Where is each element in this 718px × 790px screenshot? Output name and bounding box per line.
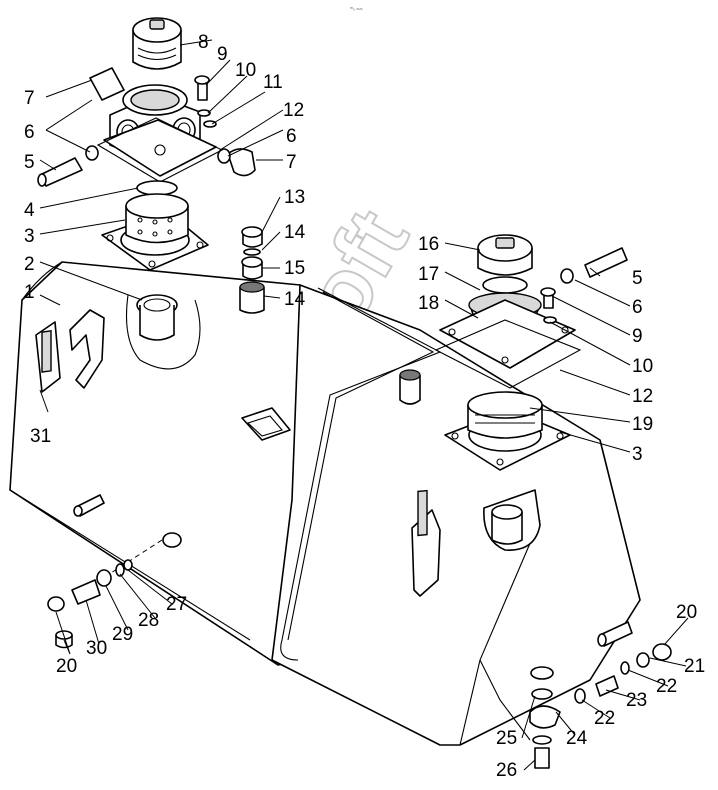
callout-3: 3: [24, 226, 35, 247]
callout-16: 16: [418, 234, 439, 255]
callout-26: 26: [496, 760, 517, 781]
callout-11: 11: [263, 72, 283, 93]
callout-20: 20: [56, 656, 77, 677]
leader-lines: [39, 39, 689, 771]
left-drain-parts: [47, 539, 163, 649]
callout-6: 6: [286, 126, 297, 147]
callout-22: 22: [594, 708, 615, 729]
callout-labels: 8 9 10 11 12 6 7 7 6 5 4 3 2 1 31 13 14 …: [24, 32, 705, 781]
callout-23: 23: [626, 690, 647, 711]
header-mark: ᵐ₀ ₘₘ: [350, 6, 363, 12]
callout-5: 5: [24, 152, 35, 173]
callout-21: 21: [684, 656, 705, 677]
callout-10: 10: [235, 60, 256, 81]
right-tank-body: [271, 284, 641, 746]
callout-17: 17: [418, 264, 439, 285]
callout-9: 9: [632, 326, 643, 347]
callout-20: 20: [676, 602, 697, 623]
callout-14: 14: [284, 222, 306, 243]
callout-1: 1: [24, 282, 35, 303]
callout-4: 4: [24, 200, 35, 221]
callout-28: 28: [138, 610, 159, 631]
right-drain-parts: [529, 643, 672, 769]
callout-19: 19: [632, 414, 653, 435]
callout-13: 13: [284, 187, 305, 208]
callout-7: 7: [24, 88, 35, 109]
callout-12: 12: [632, 386, 653, 407]
callout-8: 8: [198, 32, 209, 53]
callout-6: 6: [24, 122, 35, 143]
callout-10: 10: [632, 356, 653, 377]
left-filter-assembly: [37, 17, 256, 244]
callout-18: 18: [418, 293, 439, 314]
right-filter-assembly: [434, 234, 628, 439]
callout-29: 29: [112, 624, 133, 645]
callout-7: 7: [286, 152, 297, 173]
callout-15: 15: [284, 258, 305, 279]
drain-valve-parts: [239, 226, 265, 314]
callout-2: 2: [24, 254, 35, 275]
callout-31: 31: [30, 426, 51, 447]
callout-22: 22: [656, 676, 677, 697]
callout-6: 6: [632, 297, 643, 318]
callout-5: 5: [632, 268, 643, 289]
callout-14: 14: [284, 289, 306, 310]
callout-12: 12: [283, 100, 304, 121]
callout-25: 25: [496, 728, 517, 749]
callout-3: 3: [632, 444, 643, 465]
callout-9: 9: [217, 44, 228, 65]
callout-27: 27: [166, 594, 187, 615]
callout-30: 30: [86, 638, 107, 659]
callout-24: 24: [566, 728, 588, 749]
